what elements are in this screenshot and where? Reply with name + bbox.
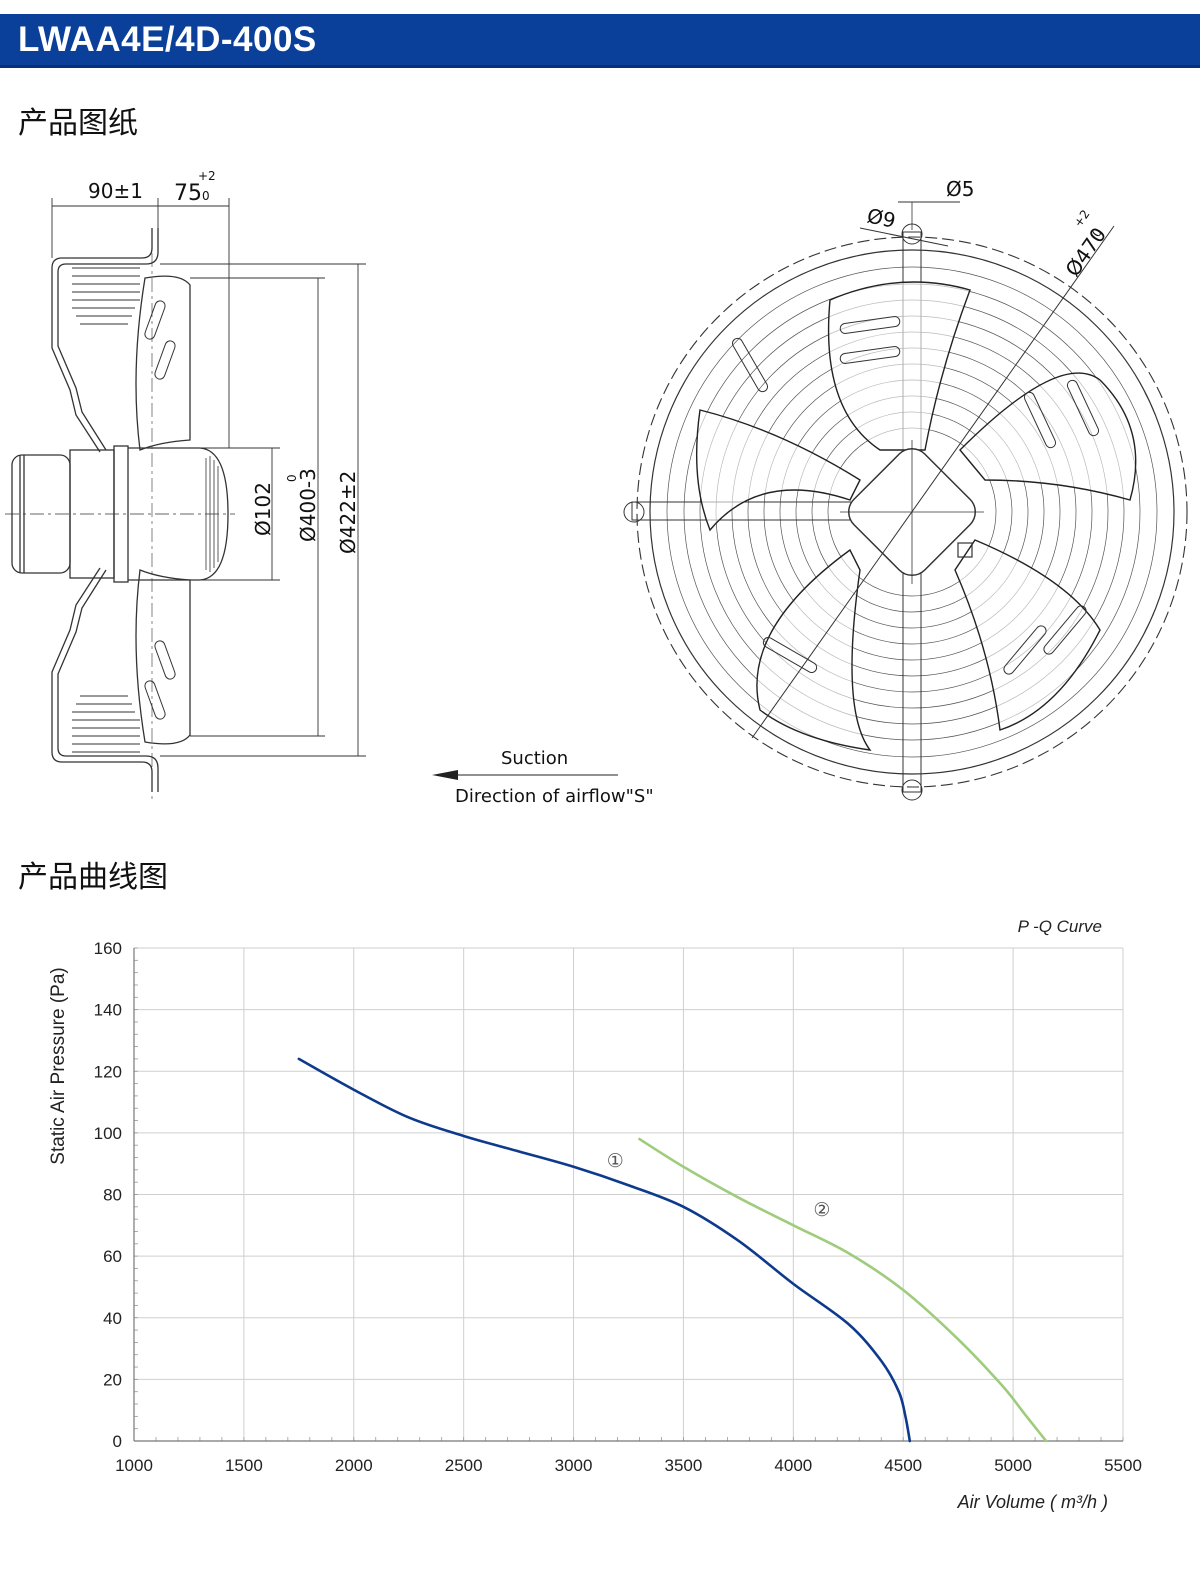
y-tick-label: 160 xyxy=(94,939,122,958)
y-tick-label: 0 xyxy=(113,1432,122,1451)
x-tick-label: 1500 xyxy=(225,1456,263,1475)
page-title: LWAA4E/4D-400S xyxy=(18,20,317,59)
dim-75-tol-upper: +2 xyxy=(198,169,216,183)
fan-side-view xyxy=(5,228,235,800)
series-label-1: ① xyxy=(607,1150,624,1172)
y-tick-label: 20 xyxy=(103,1370,122,1389)
x-tick-label: 4000 xyxy=(774,1456,812,1475)
dim-9-label: Ø9 xyxy=(865,203,898,232)
x-tick-label: 5500 xyxy=(1104,1456,1142,1475)
dim-90-label: 90±1 xyxy=(88,179,143,203)
x-tick-label: 4500 xyxy=(884,1456,922,1475)
y-tick-label: 100 xyxy=(94,1124,122,1143)
airflow-indicator: Suction Direction of airflow"S" xyxy=(432,748,654,807)
dim-400-label: Ø400-3 xyxy=(296,468,320,542)
x-tick-label: 3500 xyxy=(665,1456,703,1475)
drawing-section-title: 产品图纸 xyxy=(18,106,138,141)
fan-front-view xyxy=(623,201,1188,801)
dim-422-label: Ø422±2 xyxy=(336,471,360,554)
x-tick-label: 2500 xyxy=(445,1456,483,1475)
product-drawing: 90±1 75 +2 0 Ø102 Ø400-3 0 Ø422±2 xyxy=(5,169,1188,807)
chart-title: P -Q Curve xyxy=(1018,917,1102,936)
dim-75-tol-lower: 0 xyxy=(202,189,210,203)
airflow-suction-label: Suction xyxy=(501,748,568,769)
y-tick-label: 80 xyxy=(103,1186,122,1205)
dim-5-label: Ø5 xyxy=(946,177,974,201)
x-tick-label: 3000 xyxy=(555,1456,593,1475)
curve-section-title: 产品曲线图 xyxy=(18,860,168,895)
chart-grid xyxy=(133,947,1124,1442)
y-tick-label: 40 xyxy=(103,1309,122,1328)
chart-series: ①② xyxy=(297,1057,1048,1443)
series-label-2: ② xyxy=(813,1199,830,1221)
y-tick-label: 60 xyxy=(103,1247,122,1266)
x-tick-label: 1000 xyxy=(115,1456,153,1475)
dim-400-tol: 0 xyxy=(285,474,299,482)
airflow-direction-label: Direction of airflow"S" xyxy=(455,786,654,807)
y-tick-label: 140 xyxy=(94,1001,122,1020)
dim-102-label: Ø102 xyxy=(251,482,275,536)
x-tick-label: 2000 xyxy=(335,1456,373,1475)
dim-75-label: 75 xyxy=(174,181,202,206)
series-line-1 xyxy=(297,1057,912,1443)
x-tick-label: 5000 xyxy=(994,1456,1032,1475)
y-tick-label: 120 xyxy=(94,1062,122,1081)
header-bar: LWAA4E/4D-400S xyxy=(0,14,1200,68)
series-line-2 xyxy=(638,1137,1048,1443)
x-axis-label: Air Volume ( m³/h ) xyxy=(957,1492,1108,1512)
dim-470-label: Ø470 xyxy=(1060,223,1111,281)
y-axis-label: Static Air Pressure (Pa) xyxy=(48,967,69,1164)
